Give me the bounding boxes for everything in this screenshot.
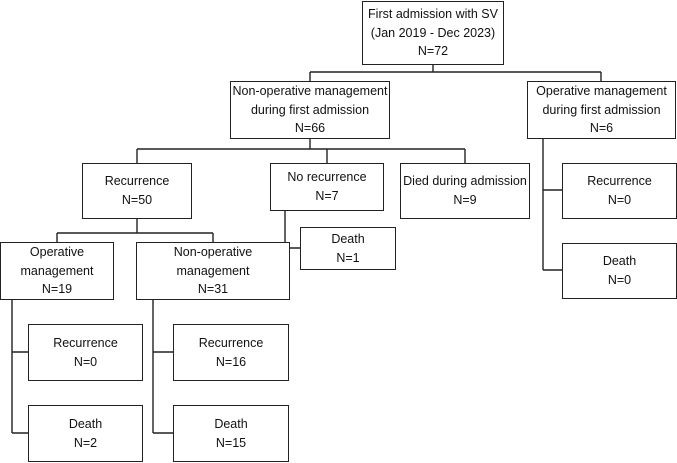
recurrence-operative-management-node: Operative management N=19 xyxy=(0,242,114,300)
connector-root xyxy=(309,65,602,81)
node-text: N=19 xyxy=(41,282,73,297)
node-text: Death xyxy=(602,254,637,269)
recurrence-non-operative-death-node: Death N=15 xyxy=(173,405,289,462)
connector-rec-op xyxy=(11,300,28,434)
node-text: N=15 xyxy=(215,435,247,450)
died-during-admission-node: Died during admission N=9 xyxy=(400,163,530,219)
node-text: Non-operative management xyxy=(232,83,388,98)
no-recurrence-node: No recurrence N=7 xyxy=(270,163,384,211)
node-text: Died during admission xyxy=(403,174,527,189)
node-text: Recurrence xyxy=(53,335,118,350)
connector-op xyxy=(542,139,562,271)
node-text: N=6 xyxy=(589,121,614,136)
node-text: Recurrence xyxy=(587,174,652,189)
node-text: Death xyxy=(214,416,248,431)
recurrence-non-operative-recurrence-node: Recurrence N=16 xyxy=(173,324,289,381)
node-text: N=66 xyxy=(294,121,326,136)
node-text: N=2 xyxy=(73,435,98,450)
node-text: N=0 xyxy=(607,273,632,287)
no-recurrence-death-node: Death N=1 xyxy=(300,227,396,270)
node-text: Recurrence xyxy=(198,335,264,350)
node-text: Non-operative xyxy=(173,244,253,259)
node-text: Death xyxy=(68,416,103,431)
node-text: N=72 xyxy=(417,44,449,59)
node-text: N=0 xyxy=(73,354,98,369)
node-text: management xyxy=(20,263,94,278)
operative-recurrence-node: Recurrence N=0 xyxy=(562,163,677,219)
node-text: First admission with SV xyxy=(368,6,498,21)
non-operative-first-admission-node: Non-operative management during first ad… xyxy=(230,81,390,139)
operative-death-node: Death N=0 xyxy=(562,243,677,299)
connector-rec-nonop xyxy=(152,300,173,434)
node-text: N=1 xyxy=(336,250,360,265)
root-node: First admission with SV (Jan 2019 - Dec … xyxy=(362,1,504,65)
node-text: Operative xyxy=(29,244,85,259)
node-text: N=9 xyxy=(453,193,477,207)
node-text: Operative management xyxy=(536,83,667,98)
node-text: (Jan 2019 - Dec 2023) xyxy=(370,25,496,40)
node-text: Recurrence xyxy=(104,174,170,189)
recurrence-node: Recurrence N=50 xyxy=(82,163,192,219)
connector-recurrence xyxy=(56,219,214,242)
node-text: N=16 xyxy=(215,354,247,369)
node-text: N=0 xyxy=(607,193,632,207)
node-text: N=50 xyxy=(121,193,153,207)
connector-nonop xyxy=(136,139,466,163)
node-text: No recurrence xyxy=(287,170,367,185)
node-text: during first admission xyxy=(250,102,370,117)
recurrence-non-operative-management-node: Non-operative management N=31 xyxy=(136,242,290,300)
recurrence-operative-recurrence-node: Recurrence N=0 xyxy=(28,324,143,381)
node-text: during first admission xyxy=(542,102,661,117)
node-text: N=31 xyxy=(197,282,229,297)
operative-first-admission-node: Operative management during first admiss… xyxy=(527,81,676,139)
node-text: Death xyxy=(331,231,365,246)
node-text: N=7 xyxy=(315,189,339,203)
recurrence-operative-death-node: Death N=2 xyxy=(28,405,143,462)
node-text: management xyxy=(176,263,250,278)
